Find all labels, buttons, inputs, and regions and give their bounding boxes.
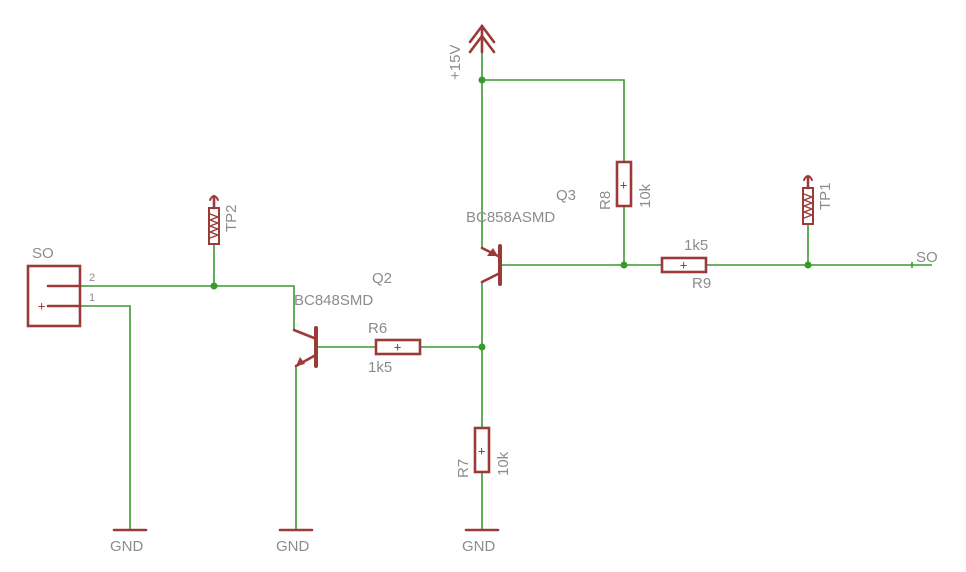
ground-2[interactable]: GND — [276, 528, 314, 555]
r7-plus: + — [478, 444, 485, 458]
connector-plus: + — [38, 299, 45, 313]
net-label-so-text: SO — [916, 249, 938, 266]
connector-name: SO — [32, 245, 54, 262]
tp2-name: TP2 — [223, 204, 240, 232]
r8-body — [615, 160, 633, 208]
ground-1[interactable]: GND — [110, 528, 148, 555]
connector-pin-bottom: 1 — [89, 292, 95, 304]
tp1-spring — [802, 193, 814, 219]
resistor-r7[interactable]: + R7 10k — [455, 426, 512, 478]
connector-body — [26, 264, 82, 328]
testpoint-tp1[interactable]: TP1 — [802, 175, 834, 225]
q2-value: BC848SMD — [294, 292, 373, 309]
tp2-spring — [208, 213, 220, 239]
q3-collector-leg — [480, 272, 500, 284]
r9-body — [660, 256, 708, 274]
q3-name: Q3 — [556, 187, 576, 204]
r6-value: 1k5 — [368, 359, 392, 376]
q2-emitter-arrow — [296, 357, 305, 366]
supply-label: +15V — [447, 45, 464, 80]
connector-pin-top: 2 — [89, 272, 95, 284]
wires — [80, 52, 932, 530]
r8-plus: + — [620, 178, 627, 192]
junction-tp2 — [210, 282, 218, 290]
junction-tp1 — [804, 261, 812, 269]
q2-collector-leg — [292, 328, 316, 340]
wire-pin2-net — [80, 285, 295, 330]
transistor-q3[interactable]: Q3 BC858ASMD — [466, 187, 576, 286]
q3-emitter-arrow — [487, 248, 498, 256]
ground-3-label: GND — [462, 538, 496, 555]
r7-value: 10k — [495, 451, 512, 476]
resistor-r8[interactable]: + R8 10k — [597, 160, 654, 210]
wire-supply-r8 — [482, 79, 625, 162]
r8-value: 10k — [637, 183, 654, 208]
tp2-tip — [209, 195, 219, 201]
r9-value: 1k5 — [684, 237, 708, 254]
ground-2-label: GND — [276, 538, 310, 555]
r7-name: R7 — [455, 459, 472, 478]
ground-3[interactable]: GND — [462, 528, 500, 555]
tp1-tip — [803, 175, 813, 181]
tp1-name: TP1 — [817, 182, 834, 210]
r6-body — [374, 338, 422, 356]
junction-node — [478, 343, 486, 351]
r6-name: R6 — [368, 320, 387, 337]
transistor-q2[interactable]: Q2 BC848SMD — [292, 270, 392, 368]
resistor-r9[interactable]: + 1k5 R9 — [660, 237, 711, 292]
r9-plus: + — [680, 258, 687, 272]
junctions — [210, 76, 812, 351]
resistor-r6[interactable]: + R6 1k5 — [368, 320, 422, 376]
wire-pin1-gnd — [80, 305, 131, 530]
testpoint-tp2[interactable]: TP2 — [208, 195, 240, 245]
r8-name: R8 — [597, 191, 614, 210]
ground-1-label: GND — [110, 538, 144, 555]
r7-body — [473, 426, 491, 474]
r6-plus: + — [394, 340, 401, 354]
junction-r8 — [620, 261, 628, 269]
r9-name: R9 — [692, 275, 711, 292]
q3-value: BC858ASMD — [466, 209, 555, 226]
supply-15v[interactable]: +15V — [447, 23, 496, 80]
junction-supply — [478, 76, 486, 84]
q2-name: Q2 — [372, 270, 392, 287]
net-label-so[interactable]: SO — [911, 249, 938, 268]
connector-so[interactable]: SO 2 1 + — [26, 245, 95, 328]
